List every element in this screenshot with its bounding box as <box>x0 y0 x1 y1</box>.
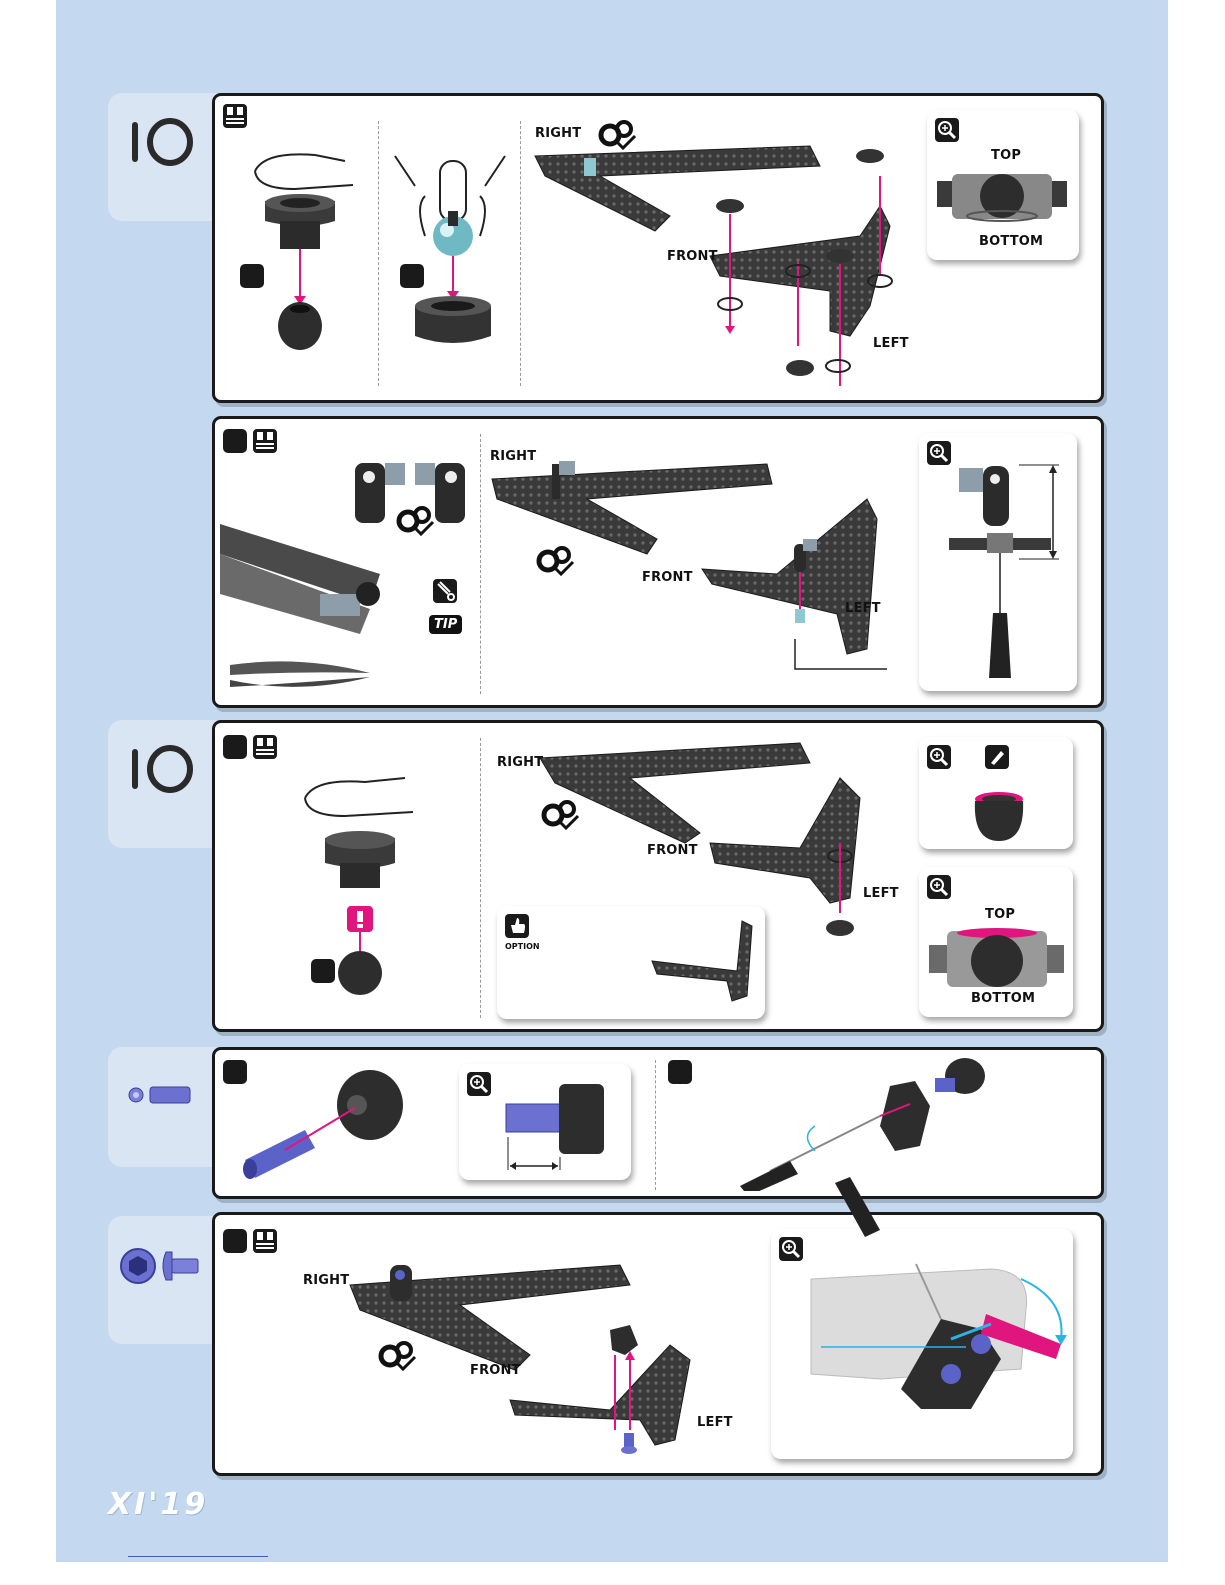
magnifier-zoom-icon <box>927 745 951 769</box>
divider <box>378 121 379 386</box>
ball-insert-illustration <box>385 136 525 356</box>
tip-badge: TIP <box>429 615 462 634</box>
left-equals-right-icon <box>253 1229 277 1253</box>
part-tab-4 <box>108 1216 218 1344</box>
bushing-screw-illustration <box>730 1056 990 1191</box>
marker-pen-icon <box>985 745 1009 769</box>
step-panel-2: TIP RIGHT FRONT LEFT <box>212 416 1104 708</box>
step-panel-4 <box>212 1047 1104 1199</box>
part-tab-1 <box>108 93 218 221</box>
carbon-arm-illustration <box>530 136 930 396</box>
left-equals-right-icon <box>253 429 277 453</box>
step-badge <box>223 1229 247 1253</box>
step-panel-3: RIGHT FRONT LEFT OPTION <box>212 720 1104 1032</box>
pliers-tool-icon <box>433 579 457 603</box>
zoom-detail-box <box>919 433 1077 691</box>
part-tab-2 <box>108 720 218 848</box>
step-badge <box>668 1060 692 1084</box>
part-tab-3 <box>108 1047 218 1167</box>
bushing-pin-part-icon <box>128 1083 204 1107</box>
label-bottom: BOTTOM <box>979 234 1043 249</box>
magnifier-zoom-icon <box>779 1237 803 1261</box>
divider <box>655 1060 656 1190</box>
left-equals-right-icon <box>223 104 247 128</box>
left-equals-right-icon <box>253 735 277 759</box>
footer-line <box>128 1556 268 1557</box>
label-left: LEFT <box>845 601 881 616</box>
magnifier-zoom-icon <box>467 1072 491 1096</box>
divider <box>480 434 481 694</box>
label-front: FRONT <box>667 249 718 264</box>
finger-press-illustration <box>235 141 375 351</box>
gears-check-icon <box>377 1339 419 1373</box>
label-front: FRONT <box>647 843 698 858</box>
zoom-detail-box <box>919 737 1073 849</box>
ball-socket-section-diagram <box>929 925 1064 993</box>
magnifier-zoom-icon <box>927 441 951 465</box>
ball-marking-illustration <box>969 789 1029 845</box>
bushing-length-diagram <box>504 1082 614 1172</box>
option-box: OPTION <box>497 906 765 1019</box>
step-badge <box>223 429 247 453</box>
magnifier-zoom-icon <box>927 875 951 899</box>
option-arm-illustration <box>647 916 757 1006</box>
step-panel-1: RIGHT FRONT LEFT TO <box>212 93 1104 403</box>
step-badge <box>400 264 424 288</box>
label-top: TOP <box>991 148 1021 163</box>
zoom-detail-box: TOP BOTTOM <box>919 867 1073 1017</box>
zoom-detail-box <box>771 1229 1073 1459</box>
screwdriver-handle <box>830 1175 890 1245</box>
o-ring-part-icon <box>128 118 198 166</box>
label-left: LEFT <box>863 886 899 901</box>
label-left: LEFT <box>697 1415 733 1430</box>
o-ring-part-icon <box>128 745 198 793</box>
pliers-illustration <box>220 514 410 634</box>
label-front: FRONT <box>642 570 693 585</box>
step-badge <box>223 735 247 759</box>
gears-check-icon <box>540 798 582 832</box>
label-top: TOP <box>985 907 1015 922</box>
divider <box>520 121 521 386</box>
zoom-detail-box: TOP BOTTOM <box>927 110 1079 260</box>
thumbs-up-option-icon <box>505 914 529 938</box>
bushing-insert-illustration <box>225 1060 425 1185</box>
step-badge <box>240 264 264 288</box>
shock-pliers-tool-illustration <box>225 655 375 695</box>
screw-tighten-detail-diagram <box>801 1259 1071 1424</box>
step-panel-5: RIGHT FRONT LEFT <box>212 1212 1104 1476</box>
label-bottom: BOTTOM <box>971 991 1035 1006</box>
zoom-detail-box <box>459 1064 631 1180</box>
gears-check-icon <box>535 544 577 578</box>
option-label: OPTION <box>505 942 540 951</box>
label-left: LEFT <box>873 336 909 351</box>
ball-socket-section-diagram <box>937 166 1067 236</box>
brand-logo: XI'19 <box>108 1487 208 1522</box>
step-badge <box>311 959 335 983</box>
label-front: FRONT <box>470 1363 521 1378</box>
button-head-screw-part-icon <box>118 1246 208 1286</box>
rod-end-height-diagram <box>949 463 1069 683</box>
divider <box>480 738 481 1018</box>
magnifier-zoom-icon <box>935 118 959 142</box>
